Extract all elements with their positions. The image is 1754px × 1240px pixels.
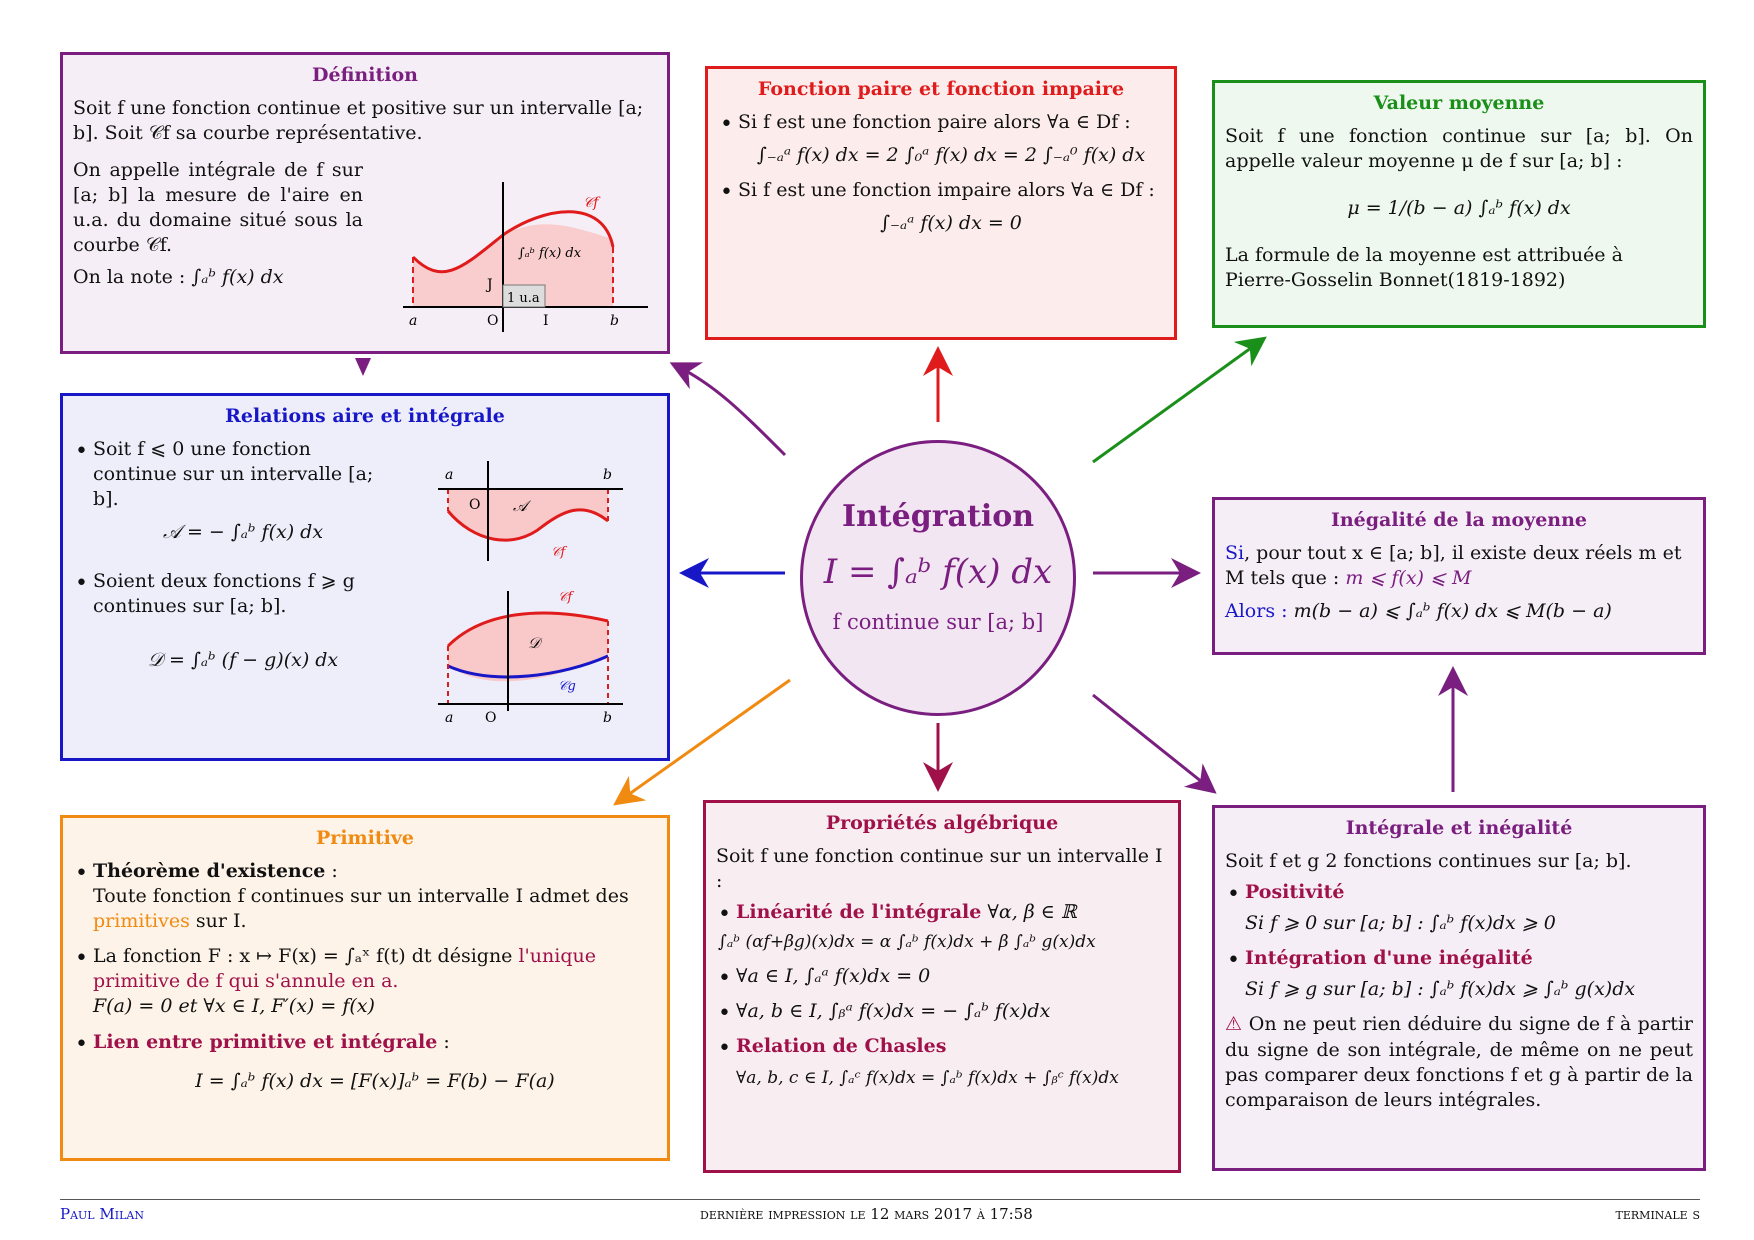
arrow-definition-to-relations xyxy=(355,358,371,376)
inegalite-moyenne-p2: Alors : m(b − a) ⩽ ∫ₐᵇ f(x) dx ⩽ M(b − a… xyxy=(1225,600,1612,623)
svg-text:a: a xyxy=(445,467,453,483)
definition-area xyxy=(413,224,613,307)
svg-text:O: O xyxy=(487,313,498,329)
center-condition: f continue sur [a; b] xyxy=(832,610,1044,634)
relations-formula2: 𝒟 = ∫ₐᵇ (f − g)(x) dx xyxy=(147,648,339,671)
relations-box: Relations aire et intégrale Soit f ⩽ 0 u… xyxy=(60,393,670,761)
proprietes-item3: ∀a, b ∈ I, ∫ᵦᵃ f(x)dx = − ∫ₐᵇ f(x)dx xyxy=(718,999,1168,1028)
svg-text:I: I xyxy=(543,313,549,329)
arrow-to-definition xyxy=(669,362,787,457)
primitive-item3: Lien entre primitive et intégrale : I = … xyxy=(75,1030,657,1094)
proprietes-linearite: Linéarité de l'intégrale ∀α, β ∈ ℝ ∫ₐᵇ (… xyxy=(718,900,1168,954)
definition-note-formula: ∫ₐᵇ f(x) dx xyxy=(191,265,284,288)
page-footer: Paul Milan dernière impression le 12 mar… xyxy=(60,1199,1700,1235)
central-circle: Intégration I = ∫ₐᵇ f(x) dx f continue s… xyxy=(800,440,1076,716)
svg-text:a: a xyxy=(445,710,453,726)
integrale-inegalite-intro: Soit f et g 2 fonctions continues sur [a… xyxy=(1225,850,1632,873)
footer-author: Paul Milan xyxy=(60,1205,144,1223)
moyenne-p2: La formule de la moyenne est attribuée à… xyxy=(1225,244,1623,292)
definition-p1: Soit f une fonction continue et positive… xyxy=(73,97,644,145)
svg-text:𝒟: 𝒟 xyxy=(528,634,543,652)
footer-level: terminale s xyxy=(1615,1205,1700,1223)
arrow-to-moyenne xyxy=(1092,336,1267,464)
paire-item1: Si f est une fonction paire alors ∀a ∈ D… xyxy=(720,110,1164,168)
relations-item2: Soient deux fonctions f ⩾ g continues su… xyxy=(75,569,393,672)
relations-title: Relations aire et intégrale xyxy=(225,405,505,427)
relations-formula1: 𝒜 = − ∫ₐᵇ f(x) dx xyxy=(162,521,324,544)
center-title: Intégration xyxy=(841,499,1035,534)
arrow-to-primitive xyxy=(613,678,791,806)
proprietes-item2: ∀a ∈ I, ∫ₐᵃ f(x)dx = 0 xyxy=(718,964,1168,993)
integral-label: ∫ₐᵇ f(x) dx xyxy=(518,246,582,261)
definition-p2: On appelle intégrale de f sur [a; b] la … xyxy=(73,159,363,257)
relations-graph1: a b O 𝒜 𝒞f xyxy=(438,461,623,561)
definition-graph: 1 u.a 𝒞f ∫ₐᵇ f(x) dx J O I a b xyxy=(403,182,648,332)
proprietes-title: Propriétés algébrique xyxy=(825,812,1059,834)
primitive-item1: Théorème d'existence :Toute fonction f c… xyxy=(75,859,657,934)
paire-item2: Si f est une fonction impaire alors ∀a ∈… xyxy=(720,178,1164,236)
integrale-inegalite-box: Intégrale et inégalité Soit f et g 2 fon… xyxy=(1212,805,1706,1171)
svg-text:J: J xyxy=(485,277,493,293)
svg-text:b: b xyxy=(603,467,612,483)
arrow-to-integrale-inegalite xyxy=(1092,693,1217,794)
definition-box: Définition Soit f une fonction continue … xyxy=(60,52,670,354)
warning-icon: ⚠ xyxy=(1225,1013,1243,1036)
proprietes-box: Propriétés algébrique Soit f une fonctio… xyxy=(703,800,1181,1173)
svg-text:𝒞f: 𝒞f xyxy=(558,590,574,605)
paire-title: Fonction paire et fonction impaire xyxy=(757,78,1125,100)
moyenne-formula: μ = 1/(b − a) ∫ₐᵇ f(x) dx xyxy=(1347,197,1571,220)
inegalite-moyenne-title: Inégalité de la moyenne xyxy=(1330,509,1588,531)
proprietes-intro: Soit f une fonction continue sur un inte… xyxy=(716,845,1163,893)
relations-graph2: a b O 𝒟 𝒞f 𝒞g xyxy=(438,590,623,726)
moyenne-title: Valeur moyenne xyxy=(1373,92,1545,114)
unit-label: 1 u.a xyxy=(507,291,540,306)
paire-formula2: ∫₋ₐᵃ f(x) dx = 0 xyxy=(880,212,1022,235)
svg-text:𝒞g: 𝒞g xyxy=(558,679,576,694)
proprietes-chasles: Relation de Chasles ∀a, b, c ∈ I, ∫ₐᶜ f(… xyxy=(718,1034,1168,1090)
integrale-inegalite-warning: ⚠ On ne peut rien déduire du signe de f … xyxy=(1225,1013,1693,1111)
integrale-inegalite-title: Intégrale et inégalité xyxy=(1345,817,1573,839)
svg-text:b: b xyxy=(603,710,612,726)
relations-item1: Soit f ⩽ 0 une fonction continue sur un … xyxy=(75,437,393,545)
primitive-title: Primitive xyxy=(316,827,414,849)
center-formula: I = ∫ₐᵇ f(x) dx xyxy=(823,552,1053,592)
definition-note: On la note : ∫ₐᵇ f(x) dx xyxy=(73,265,284,288)
inegalite-moyenne-p1: Si, pour tout x ∈ [a; b], il existe deux… xyxy=(1225,542,1682,590)
footer-date: dernière impression le 12 mars 2017 à 17… xyxy=(700,1205,1033,1223)
svg-text:b: b xyxy=(610,313,619,329)
integration-inegalite-item: Intégration d'une inégalité Si f ⩾ g sur… xyxy=(1227,946,1693,1002)
svg-text:𝒞f: 𝒞f xyxy=(551,545,567,560)
svg-text:O: O xyxy=(469,497,480,513)
svg-text:O: O xyxy=(485,710,496,726)
moyenne-box: Valeur moyenne Soit f une fonction conti… xyxy=(1212,80,1706,328)
svg-text:a: a xyxy=(409,313,417,329)
moyenne-p1: Soit f une fonction continue sur [a; b].… xyxy=(1225,125,1693,173)
paire-formula1: ∫₋ₐᵃ f(x) dx = 2 ∫₀ᵃ f(x) dx = 2 ∫₋ₐ⁰ f(… xyxy=(756,144,1146,167)
primitive-box: Primitive Théorème d'existence :Toute fo… xyxy=(60,815,670,1161)
positivite-item: Positivité Si f ⩾ 0 sur [a; b] : ∫ₐᵇ f(x… xyxy=(1227,880,1693,936)
inegalite-moyenne-box: Inégalité de la moyenne Si, pour tout x … xyxy=(1212,497,1706,655)
primitive-item2: La fonction F : x ↦ F(x) = ∫ₐˣ f(t) dt d… xyxy=(75,944,657,1019)
curve-label: 𝒞f xyxy=(583,195,601,211)
paire-box: Fonction paire et fonction impaire Si f … xyxy=(705,66,1177,340)
definition-title: Définition xyxy=(312,64,418,86)
